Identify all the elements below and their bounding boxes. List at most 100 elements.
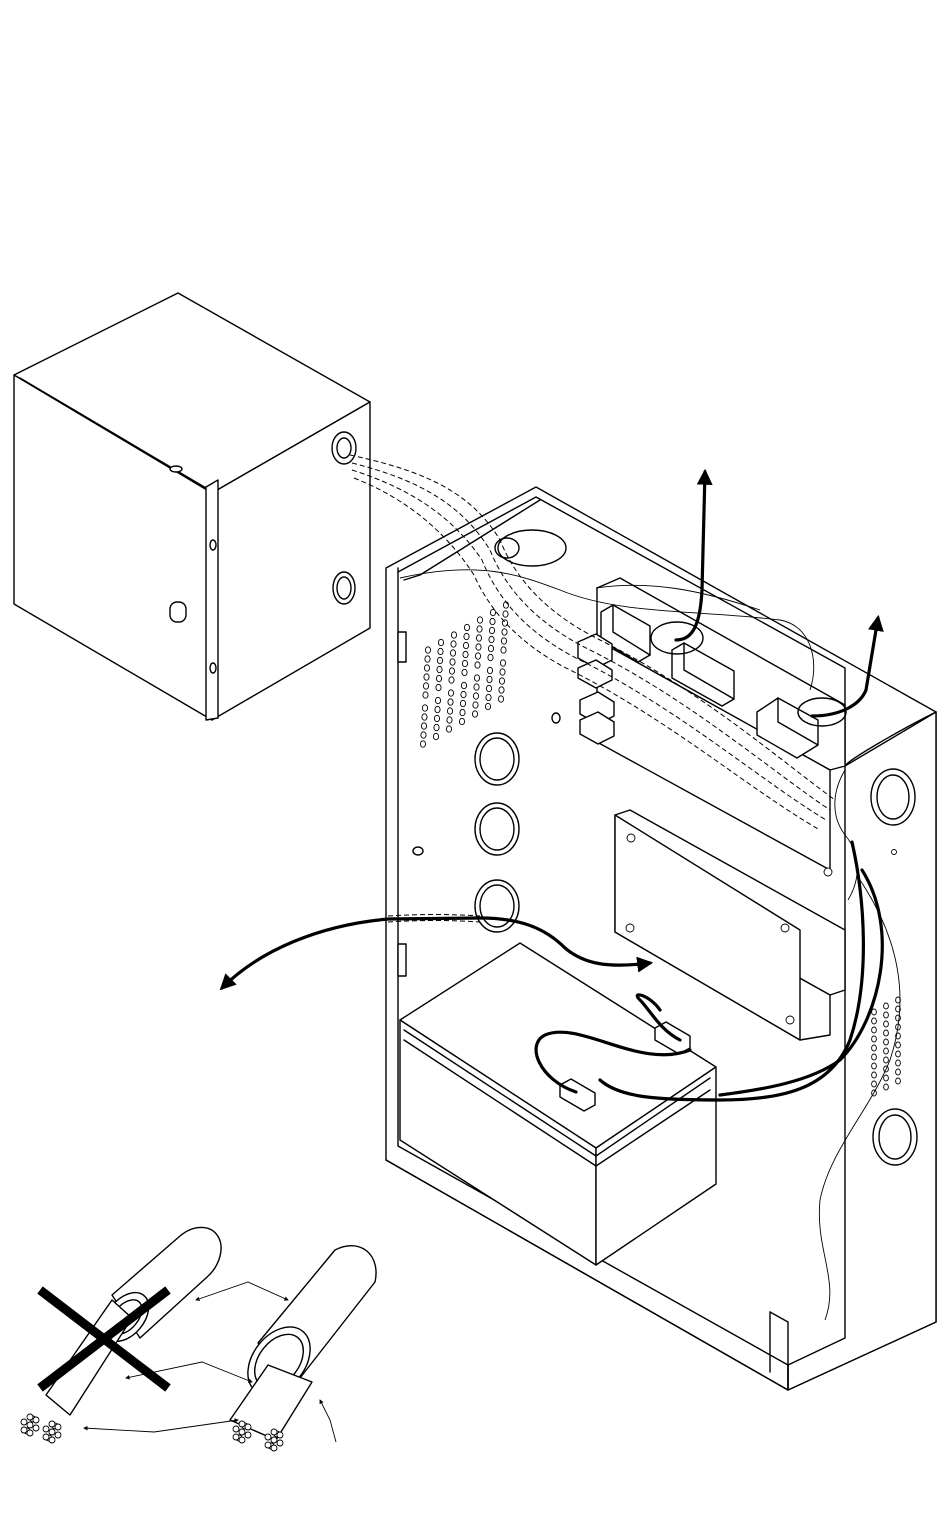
vent-hole: [499, 678, 504, 684]
cable-strand: [33, 1417, 39, 1423]
vent-hole: [487, 667, 492, 673]
vent-hole: [896, 1060, 901, 1066]
cable-strand: [27, 1430, 33, 1436]
vent-hole: [423, 692, 428, 698]
vent-hole: [474, 684, 479, 690]
cable-strand: [265, 1442, 271, 1448]
vent-hole: [434, 715, 439, 721]
vent-hole: [437, 666, 442, 672]
lid-screw-top: [170, 466, 182, 472]
cable-not-ok: [21, 1227, 221, 1443]
cable-strand: [239, 1421, 245, 1427]
vent-hole: [433, 733, 438, 739]
vent-hole: [498, 696, 503, 702]
cable-not-ok-strands: [21, 1414, 61, 1443]
knockout-top-main: [498, 530, 566, 566]
vent-hole: [488, 645, 493, 651]
vent-hole: [500, 669, 505, 675]
slot-upper: [398, 632, 406, 662]
vent-hole: [884, 1084, 889, 1090]
vent-hole: [896, 1069, 901, 1075]
vent-hole: [884, 1021, 889, 1027]
vent-hole: [462, 660, 467, 666]
vent-hole: [490, 618, 495, 624]
vent-hole: [501, 638, 506, 644]
vent-hole: [500, 660, 505, 666]
vent-hole: [421, 723, 426, 729]
vent-hole: [436, 684, 441, 690]
vent-hole: [425, 647, 430, 653]
vent-hole: [884, 1048, 889, 1054]
vent-hole: [447, 717, 452, 723]
vent-hole: [437, 657, 442, 663]
cable-strand: [233, 1426, 239, 1432]
vent-hole: [473, 702, 478, 708]
vent-hole: [896, 1051, 901, 1057]
vent-hole: [499, 687, 504, 693]
vent-hole: [502, 629, 507, 635]
vent-hole: [420, 741, 425, 747]
vent-hole: [459, 718, 464, 724]
vent-hole: [424, 665, 429, 671]
vent-hole: [435, 706, 440, 712]
cable-strand: [265, 1434, 271, 1440]
cable-strand: [55, 1432, 61, 1438]
vent-hole: [475, 653, 480, 659]
hinge-upper: [210, 540, 216, 550]
vent-hole: [884, 1003, 889, 1009]
vent-hole: [425, 656, 430, 662]
vent-hole: [501, 647, 506, 653]
cable-strand: [27, 1422, 33, 1428]
hinge-lower: [210, 663, 216, 673]
vent-hole: [872, 1027, 877, 1033]
vent-hole: [896, 1042, 901, 1048]
cable-strand: [55, 1424, 61, 1430]
vent-hole: [464, 633, 469, 639]
vent-hole: [472, 711, 477, 717]
cable-strand: [271, 1429, 277, 1435]
vent-hole: [475, 662, 480, 668]
vent-hole: [487, 676, 492, 682]
knockout-back-2: [475, 803, 519, 855]
vent-hole: [463, 642, 468, 648]
vent-hole: [872, 1081, 877, 1087]
vent-hole: [447, 708, 452, 714]
cable-strand: [21, 1419, 27, 1425]
vent-hole: [473, 693, 478, 699]
vent-hole: [486, 685, 491, 691]
vent-hole: [872, 1045, 877, 1051]
vent-hole: [490, 609, 495, 615]
cable-strand: [49, 1421, 55, 1427]
vent-hole: [462, 669, 467, 675]
vent-hole: [872, 1063, 877, 1069]
vent-hole: [884, 1039, 889, 1045]
cable-strand: [33, 1425, 39, 1431]
vent-hole: [463, 651, 468, 657]
cable-strand: [239, 1437, 245, 1443]
cable-strand: [239, 1429, 245, 1435]
vent-hole: [435, 697, 440, 703]
cable-strand: [245, 1424, 251, 1430]
cable-ok: [230, 1246, 376, 1451]
vent-hole: [464, 624, 469, 630]
vent-hole: [438, 648, 443, 654]
slot-lower: [398, 944, 406, 976]
vent-hole: [461, 682, 466, 688]
vent-hole: [489, 627, 494, 633]
cable-strand: [27, 1414, 33, 1420]
vent-hole: [424, 674, 429, 680]
vent-hole: [476, 635, 481, 641]
vent-hole: [436, 675, 441, 681]
vent-hole: [446, 726, 451, 732]
vent-hole: [460, 700, 465, 706]
knockout-back-1: [475, 733, 519, 785]
vent-hole: [461, 691, 466, 697]
cable-strand: [277, 1440, 283, 1446]
vent-hole: [872, 1018, 877, 1024]
vent-hole: [477, 626, 482, 632]
vent-hole: [422, 705, 427, 711]
cable-strand: [43, 1434, 49, 1440]
vent-hole: [451, 641, 456, 647]
vent-hole: [485, 703, 490, 709]
